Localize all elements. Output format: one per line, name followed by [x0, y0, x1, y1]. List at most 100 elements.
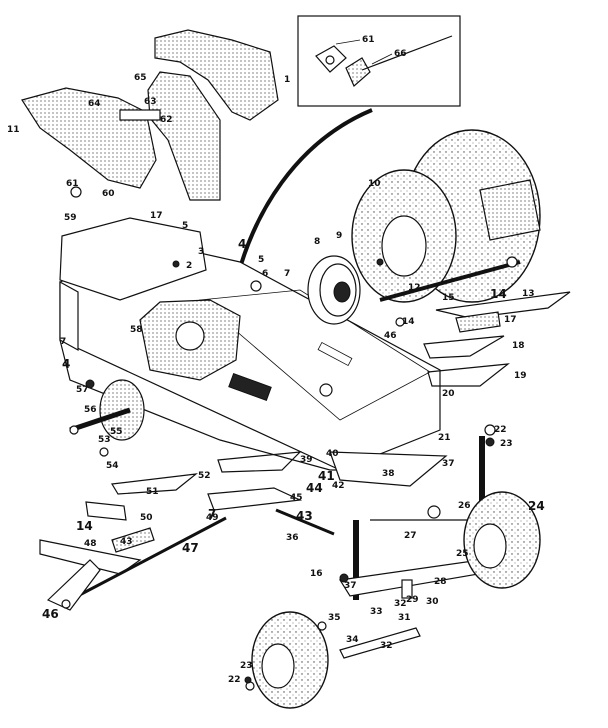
axle-bracket-37 [329, 451, 448, 487]
frame-bracket [228, 372, 272, 402]
part-label-5: 5 [258, 255, 264, 265]
washer-22b [484, 424, 496, 436]
part-label-55: 55 [110, 427, 123, 437]
lift-lever-assembly [39, 501, 227, 611]
nut-26 [427, 505, 441, 519]
part-label-63: 63 [144, 97, 157, 107]
rear-plate [59, 217, 207, 301]
part-label-13: 13 [522, 289, 535, 299]
bolt-6 [250, 280, 262, 292]
cap-23 [244, 676, 252, 684]
inset-label-66: 66 [394, 49, 407, 59]
part-label-48: 48 [84, 539, 97, 549]
tire-tread-block [479, 179, 541, 241]
frame-lower-edge [59, 339, 340, 471]
lever-bracket [85, 501, 127, 521]
part-label-14: 14 [76, 519, 93, 533]
part-label-59: 59 [64, 213, 77, 223]
part-label-2: 2 [186, 261, 192, 271]
tie-rod-32 [339, 627, 421, 659]
bolt-61 [70, 186, 82, 198]
part-label-11: 11 [7, 125, 20, 135]
transmission [69, 299, 241, 441]
drag-link-28 [339, 559, 492, 597]
part-label-15: 15 [442, 293, 455, 303]
part-label-25: 25 [456, 549, 469, 559]
part-label-50: 50 [140, 513, 153, 523]
part-label-14: 14 [402, 317, 415, 327]
engine-pulley [307, 255, 361, 325]
part-label-52: 52 [198, 471, 211, 481]
lift-rod-47 [69, 516, 227, 602]
part-label-16: 16 [310, 569, 323, 579]
part-label-7: 7 [284, 269, 290, 279]
plate-18 [423, 335, 505, 359]
plate-19 [427, 363, 510, 387]
part-label-31: 31 [398, 613, 411, 623]
inset-label-61: 61 [362, 35, 375, 45]
frame-front-plate [59, 280, 79, 352]
rear-axle [379, 260, 521, 302]
part-label-46: 46 [42, 607, 59, 621]
part-label-6: 6 [262, 269, 268, 279]
part-label-56: 56 [84, 405, 97, 415]
part-label-27: 27 [404, 531, 417, 541]
part-label-8: 8 [314, 237, 320, 247]
rear-rim-left [381, 215, 427, 277]
part-label-4: 4 [62, 357, 70, 371]
inset-hole [325, 55, 335, 65]
part-label-22: 22 [228, 675, 241, 685]
plate-51 [111, 473, 199, 495]
part-label-4: 4 [238, 237, 246, 251]
part-label-28: 28 [434, 577, 447, 587]
nut-37 [339, 573, 349, 583]
inset-frame [297, 15, 461, 107]
part-label-47: 47 [182, 541, 199, 555]
part-label-39: 39 [300, 455, 313, 465]
leader-66 [371, 53, 393, 65]
part-label-34: 34 [346, 635, 359, 645]
part-label-64: 64 [88, 99, 101, 109]
part-label-65: 65 [134, 73, 147, 83]
washer-53 [99, 447, 109, 457]
part-label-17: 17 [150, 211, 163, 221]
part-label-9: 9 [336, 231, 342, 241]
part-label-29: 29 [406, 595, 419, 605]
part-label-41: 41 [318, 469, 335, 483]
washer-46 [61, 599, 71, 609]
part-label-12: 12 [408, 283, 421, 293]
pedal-spring [455, 311, 501, 333]
part-label-14: 14 [490, 287, 507, 301]
inset-rod [361, 35, 453, 71]
front-rim-right [473, 523, 507, 569]
part-label-36: 36 [286, 533, 299, 543]
part-label-42: 42 [332, 481, 345, 491]
part-label-32: 32 [394, 599, 407, 609]
part-label-32: 32 [380, 641, 393, 651]
transmission-pulley [175, 321, 205, 351]
front-tires [251, 491, 541, 709]
part-label-45: 45 [290, 493, 303, 503]
part-label-17: 17 [504, 315, 517, 325]
rear-tires [351, 129, 541, 303]
washer-46b [395, 317, 405, 327]
nut-10 [376, 258, 384, 266]
part-label-10: 10 [368, 179, 381, 189]
rear-wheel-hidden [99, 379, 145, 441]
part-label-40: 40 [326, 449, 339, 459]
bolt-15 [506, 256, 518, 268]
nut-23b [485, 437, 495, 447]
frame-hole [319, 383, 333, 397]
pulley-hub [333, 281, 351, 303]
part-label-18: 18 [512, 341, 525, 351]
part-label-35: 35 [328, 613, 341, 623]
pulley-groove [319, 263, 357, 317]
brake-pedal [435, 291, 571, 333]
seat-support [147, 71, 221, 201]
part-label-33: 33 [370, 607, 383, 617]
part-label-43: 43 [120, 537, 133, 547]
part-label-58: 58 [130, 325, 143, 335]
washer-33 [317, 621, 327, 631]
part-label-43: 43 [296, 509, 313, 523]
part-label-61: 61 [66, 179, 79, 189]
